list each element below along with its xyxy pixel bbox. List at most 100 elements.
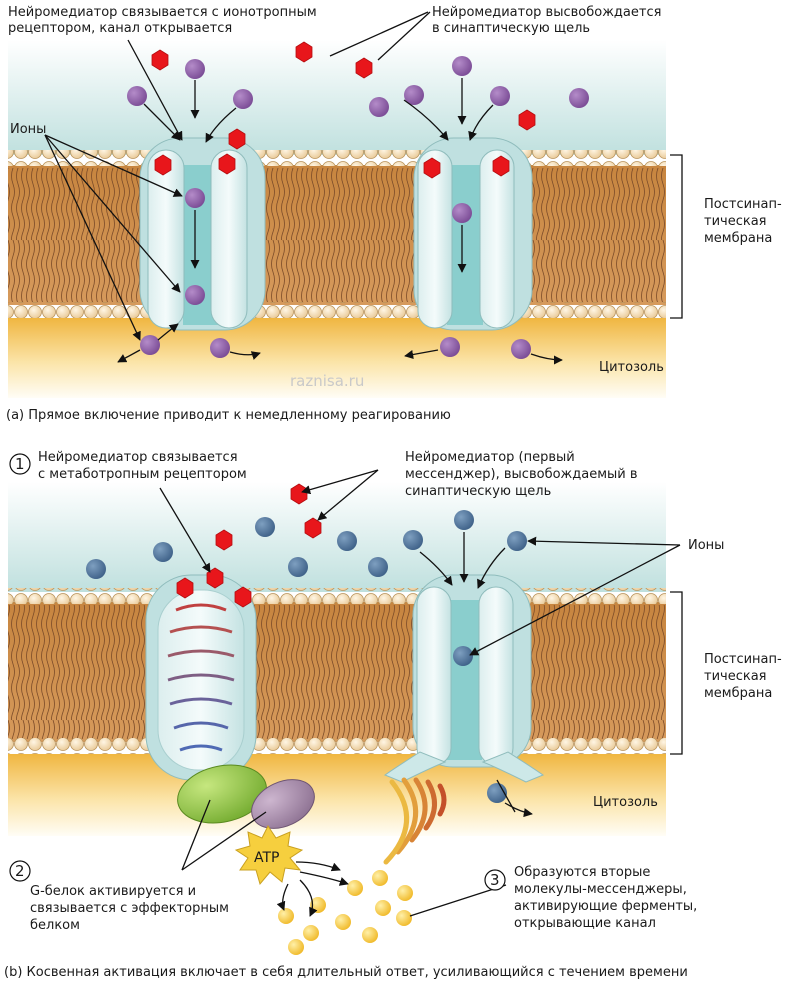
neurotransmitter: [492, 155, 510, 177]
label-membrane-b-line1: Постсинап-: [704, 652, 782, 667]
ion: [337, 531, 357, 551]
ion: [452, 56, 472, 76]
label-g-protein-line2: связывается с эффекторным: [30, 901, 229, 916]
neurotransmitter: [423, 157, 441, 179]
label-first-messenger-line3: синаптическую щель: [405, 484, 551, 499]
ion: [86, 559, 106, 579]
label-ions-a: Ионы: [10, 122, 46, 137]
neurotransmitter: [234, 586, 252, 608]
second-messenger: [278, 908, 294, 924]
ion: [440, 337, 460, 357]
ion: [185, 188, 205, 208]
label-membrane-b: Постсинап-тическая мембрана: [704, 652, 782, 701]
label-membrane-b-line2: тическая: [704, 669, 767, 684]
label-cytosol-a: Цитозоль: [599, 360, 664, 375]
arrows-a: [44, 11, 563, 365]
label-g-protein-line3: белком: [30, 918, 80, 933]
neurotransmitter: [154, 154, 172, 176]
label-g-protein-line1: G-белок активируется и: [30, 884, 196, 899]
second-messengers: [278, 870, 413, 955]
atp-label: ATP: [254, 850, 279, 866]
g-protein: [177, 764, 267, 824]
label-second-messengers-line4: открывающие канал: [514, 916, 656, 931]
ion: [185, 285, 205, 305]
label-metabotropic-line1: Нейромедиатор связывается: [38, 450, 238, 465]
neurotransmitter: [355, 57, 373, 79]
step1-number: 1: [15, 455, 25, 473]
label-membrane-a-line3: мембрана: [704, 231, 772, 246]
label-first-messenger-line1: Нейромедиатор (первый: [405, 450, 575, 465]
ion: [288, 557, 308, 577]
ion: [403, 530, 423, 550]
neurotransmitter: [151, 49, 169, 71]
second-messenger: [397, 885, 413, 901]
label-membrane-a-line1: Постсинап-: [704, 197, 782, 212]
synaptic-cleft-a: [8, 40, 666, 155]
ion: [185, 59, 205, 79]
ion: [369, 97, 389, 117]
neurotransmitter: [295, 41, 313, 63]
step3-number: 3: [490, 871, 500, 889]
second-messenger: [372, 870, 388, 886]
ion: [140, 335, 160, 355]
ion: [452, 203, 472, 223]
arrows-b: [159, 469, 681, 917]
neurotransmitters-b: [176, 483, 322, 608]
label-first-messenger-line2: мессенджер), высвобождаемый в: [405, 467, 638, 482]
ion: [453, 646, 473, 666]
ion: [368, 557, 388, 577]
second-messenger: [375, 900, 391, 916]
label-second-messengers-line2: молекулы-мессенджеры,: [514, 882, 687, 897]
label-first-messenger: Нейромедиатор (первый мессенджер), высвоб…: [405, 450, 638, 499]
ion: [233, 89, 253, 109]
step3-marker: 3: [484, 869, 506, 891]
ion: [404, 85, 424, 105]
neurotransmitter: [218, 153, 236, 175]
label-metabotropic: Нейромедиатор связывается с метаботропным…: [38, 450, 247, 482]
ion: [127, 86, 147, 106]
membrane-bracket-a: [670, 154, 683, 319]
label-membrane-b-line3: мембрана: [704, 686, 772, 701]
neurotransmitter: [518, 109, 536, 131]
neurotransmitter: [215, 529, 233, 551]
ion: [210, 338, 230, 358]
ion-channel-b: [383, 574, 545, 783]
label-released-line1: Нейромедиатор высвобождается: [432, 5, 661, 20]
step2-marker: 2: [9, 860, 31, 882]
label-g-protein: G-белок активируется и связывается с эффе…: [30, 884, 229, 933]
neurotransmitter: [228, 128, 246, 150]
lipid-heads-bottom-a: [8, 302, 666, 318]
second-messenger: [396, 910, 412, 926]
ion: [255, 517, 275, 537]
watermark: raznisa.ru: [290, 372, 364, 390]
lipid-tails-a: [8, 168, 666, 302]
ion: [507, 531, 527, 551]
membrane-bracket-b: [670, 591, 683, 755]
panel-b: ATP: [4, 450, 782, 980]
ion: [569, 88, 589, 108]
label-ionotropic-line2: рецептором, канал открывается: [8, 21, 232, 36]
lipid-tails-b: [8, 605, 666, 739]
ion: [153, 542, 173, 562]
second-messenger: [288, 939, 304, 955]
neurotransmitters-a: [151, 41, 536, 179]
caption-a: (a) Прямое включение приводит к немедлен…: [6, 408, 451, 423]
second-messenger: [303, 925, 319, 941]
label-membrane-a-line2: тическая: [704, 214, 767, 229]
step1-marker: 1: [9, 453, 31, 475]
label-second-messengers-line1: Образуются вторые: [514, 865, 650, 880]
lipid-heads-top-a: [8, 150, 666, 166]
lipid-heads-top-b: [8, 588, 666, 604]
label-ions-b: Ионы: [688, 538, 724, 553]
ion: [511, 339, 531, 359]
neurotransmitter: [304, 517, 322, 539]
label-metabotropic-line2: с метаботропным рецептором: [38, 467, 247, 482]
label-cytosol-b: Цитозоль: [593, 795, 658, 810]
ion: [454, 510, 474, 530]
caption-b: (b) Косвенная активация включает в себя …: [4, 965, 688, 980]
ionotropic-channel-right: [413, 137, 533, 331]
